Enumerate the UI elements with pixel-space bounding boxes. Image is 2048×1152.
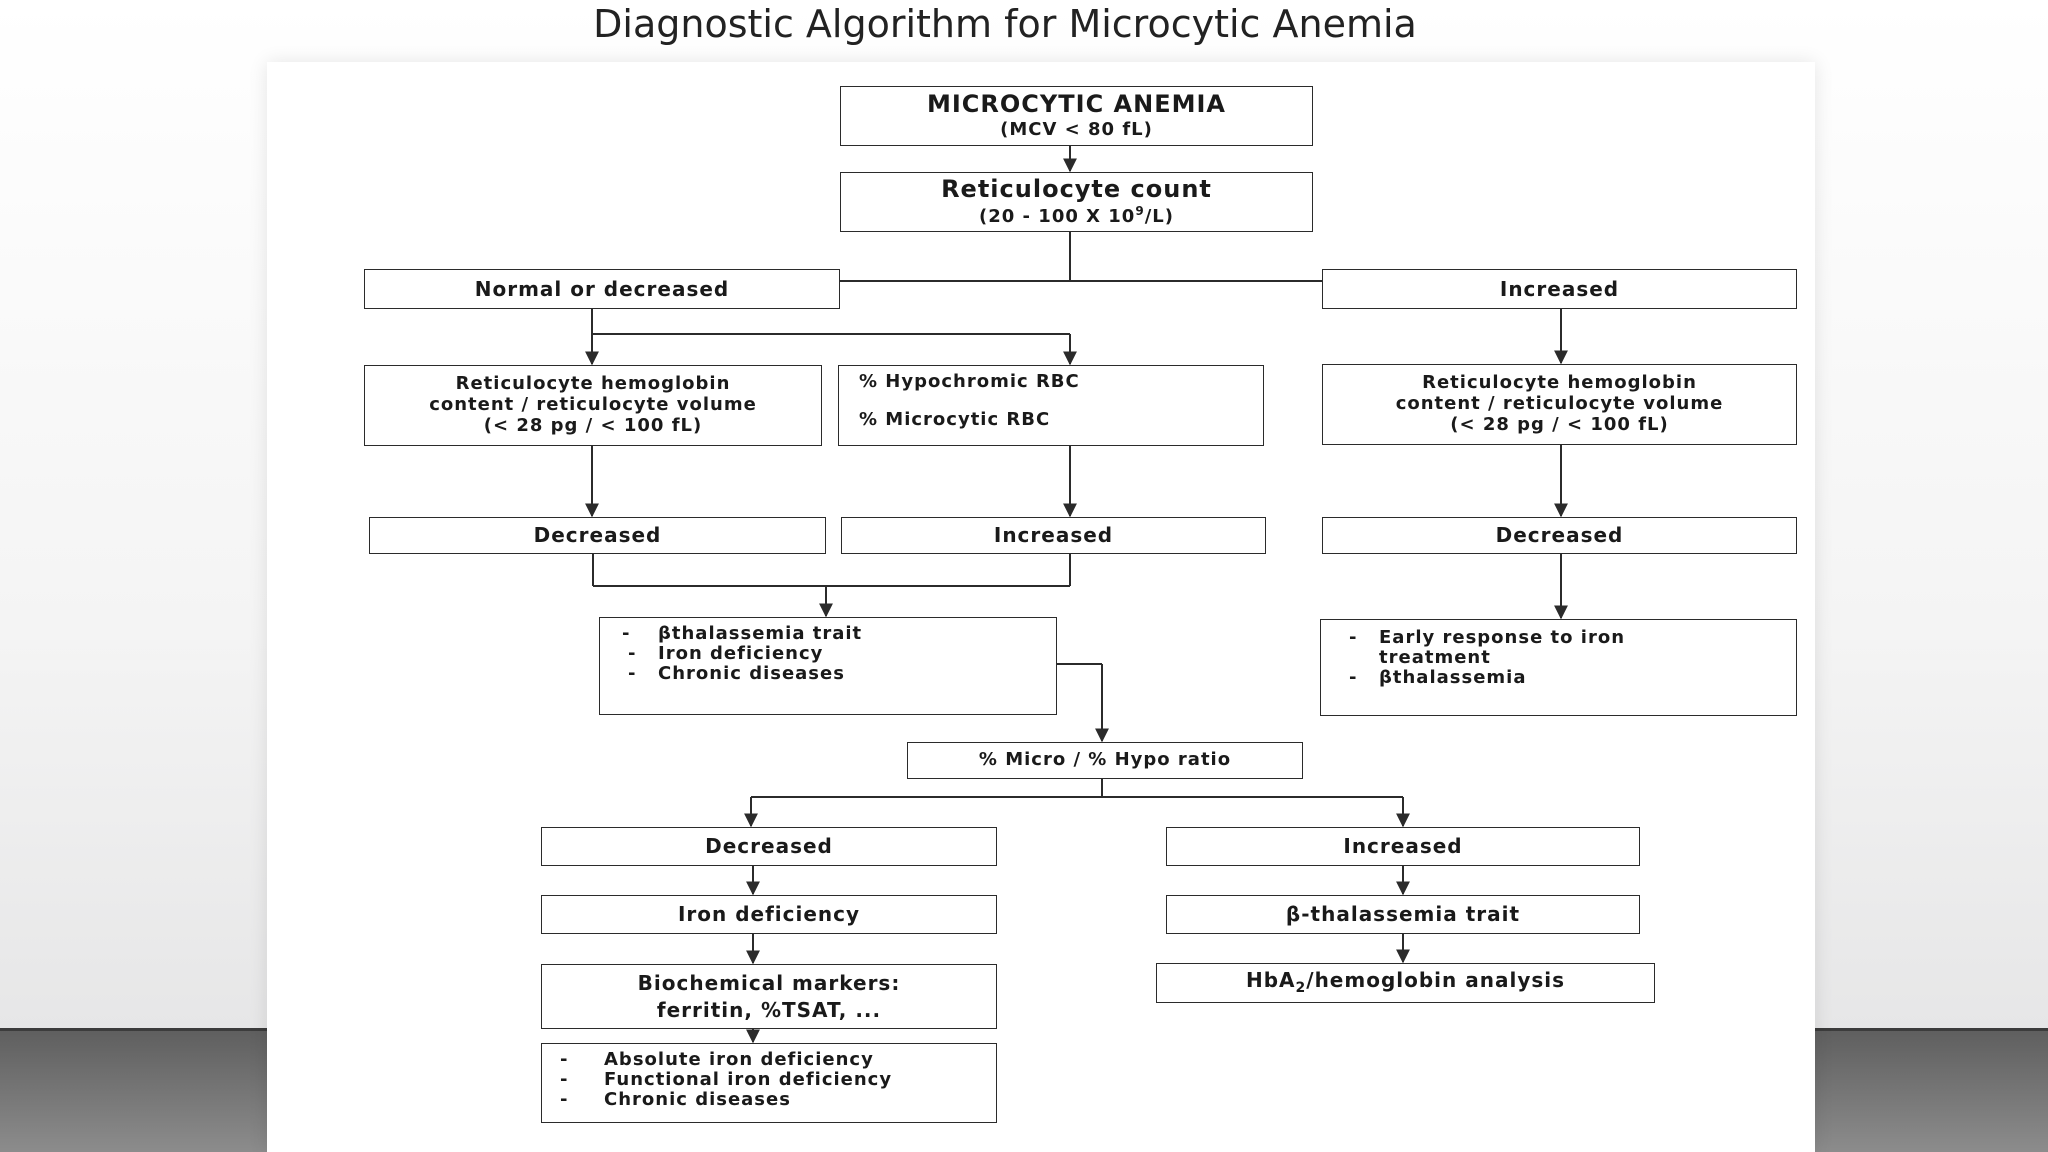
node-ret-hb-right-line2: content / reticulocyte volume: [1395, 393, 1724, 415]
slide-title: Diagnostic Algorithm for Microcytic Anem…: [593, 2, 1417, 46]
list-item: -Iron deficiency: [628, 643, 824, 665]
node-biochemical-line2: ferritin, %TSAT, ...: [656, 997, 882, 1022]
node-microcytic-anemia-sub: (MCV < 80 fL): [1000, 119, 1153, 141]
iron-types-item-3: Chronic diseases: [604, 1089, 791, 1111]
node-iron-deficiency: Iron deficiency: [541, 895, 997, 934]
node-increased-low: Increased: [1166, 827, 1640, 866]
node-decreased-low: Decreased: [541, 827, 997, 866]
node-normal-or-decreased: Normal or decreased: [364, 269, 840, 309]
node-decreased-right: Decreased: [1322, 517, 1797, 554]
node-reticulocyte-count: Reticulocyte count (20 - 100 X 109/L): [840, 172, 1313, 232]
differential-left-item-2: Iron deficiency: [658, 643, 824, 665]
node-iron-types: -Absolute iron deficiency -Functional ir…: [541, 1043, 997, 1123]
node-microcytic-anemia-title: MICROCYTIC ANEMIA: [926, 89, 1226, 118]
differential-left-list: -βthalassemia trait -Iron deficiency -Ch…: [600, 618, 1056, 684]
differential-right-item-2: βthalassemia: [1379, 667, 1527, 689]
node-ret-hb-left: Reticulocyte hemoglobin content / reticu…: [364, 365, 822, 446]
iron-types-item-1: Absolute iron deficiency: [604, 1049, 874, 1070]
node-increased-low-label: Increased: [1343, 834, 1463, 858]
list-item: -Chronic diseases: [628, 663, 845, 685]
node-biochemical-markers: Biochemical markers: ferritin, %TSAT, ..…: [541, 964, 997, 1029]
node-increased-mid-label: Increased: [993, 523, 1114, 547]
node-reticulocyte-count-title: Reticulocyte count: [941, 175, 1212, 203]
node-reticulocyte-count-range-sup: 9: [1135, 203, 1145, 218]
node-hba2-text: HbA2/hemoglobin analysis: [1245, 968, 1566, 997]
node-increased-top: Increased: [1322, 269, 1797, 309]
differential-left-item-1: βthalassemia trait: [658, 623, 863, 644]
node-ret-hb-left-line2: content / reticulocyte volume: [429, 394, 757, 416]
node-ret-hb-left-line1: Reticulocyte hemoglobin: [455, 373, 731, 395]
node-hypochromic-line2: % Microcytic RBC: [859, 408, 1051, 430]
node-decreased-low-label: Decreased: [705, 834, 833, 858]
node-normal-or-decreased-label: Normal or decreased: [474, 276, 730, 301]
node-reticulocyte-count-range-prefix: (20 - 100 X 10: [979, 205, 1136, 227]
node-ratio: % Micro / % Hypo ratio: [907, 742, 1303, 779]
node-beta-thal-trait: β-thalassemia trait: [1166, 895, 1640, 934]
node-hba2-sub: 2: [1295, 980, 1307, 997]
differential-left-item-3: Chronic diseases: [658, 663, 845, 685]
node-differential-left: -βthalassemia trait -Iron deficiency -Ch…: [599, 617, 1057, 715]
differential-right-list: -Early response to iron treatment -βthal…: [1321, 620, 1796, 688]
node-ret-hb-right-line3: (< 28 pg / < 100 fL): [1450, 413, 1669, 435]
node-hypochromic-line1: % Hypochromic RBC: [859, 371, 1080, 392]
node-decreased-left-label: Decreased: [533, 523, 662, 547]
node-increased-top-label: Increased: [1499, 276, 1620, 301]
node-hba2-analysis: HbA2/hemoglobin analysis: [1156, 963, 1655, 1003]
node-beta-thal-trait-label: β-thalassemia trait: [1285, 902, 1521, 926]
differential-right-item-1: Early response to iron treatment: [1379, 627, 1626, 669]
list-item: -Absolute iron deficiency: [560, 1049, 874, 1070]
node-ratio-label: % Micro / % Hypo ratio: [978, 749, 1232, 771]
node-hba2-suffix: /hemoglobin analysis: [1306, 968, 1566, 993]
node-reticulocyte-count-range: (20 - 100 X 109/L): [979, 204, 1174, 228]
list-item: -Early response to iron treatment: [1349, 627, 1796, 669]
list-item: -Chronic diseases: [560, 1089, 791, 1111]
node-decreased-right-label: Decreased: [1495, 523, 1624, 547]
node-differential-right: -Early response to iron treatment -βthal…: [1320, 619, 1797, 716]
node-hba2-prefix: HbA: [1245, 968, 1296, 993]
node-hypochromic: % Hypochromic RBC % Microcytic RBC: [838, 365, 1264, 446]
list-item: -Functional iron deficiency: [560, 1069, 893, 1091]
iron-types-list: -Absolute iron deficiency -Functional ir…: [542, 1044, 996, 1110]
node-microcytic-anemia: MICROCYTIC ANEMIA (MCV < 80 fL): [840, 86, 1313, 146]
node-reticulocyte-count-range-suffix: /L): [1144, 205, 1174, 227]
node-biochemical-line1: Biochemical markers:: [637, 970, 901, 995]
node-ret-hb-left-line3: (< 28 pg / < 100 fL): [483, 414, 703, 436]
node-ret-hb-right: Reticulocyte hemoglobin content / reticu…: [1322, 364, 1797, 445]
list-item: -βthalassemia: [1349, 667, 1527, 689]
iron-types-item-2: Functional iron deficiency: [604, 1069, 893, 1091]
node-decreased-left: Decreased: [369, 517, 826, 554]
list-item: -βthalassemia trait: [622, 623, 863, 644]
node-increased-mid: Increased: [841, 517, 1266, 554]
node-ret-hb-right-line1: Reticulocyte hemoglobin: [1422, 372, 1697, 394]
node-iron-deficiency-label: Iron deficiency: [677, 902, 861, 926]
